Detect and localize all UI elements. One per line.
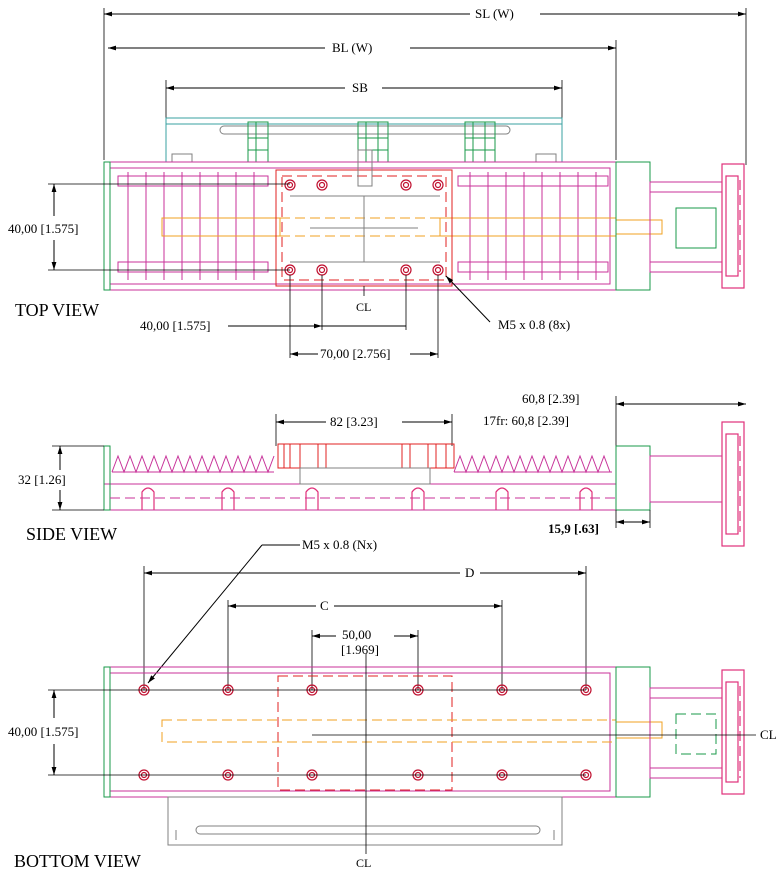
side-motor-label: 60,8 [2.39] — [522, 391, 579, 406]
top-hole-spacing-label: 40,00 [1.575] — [140, 318, 210, 333]
bottom-cl-right-label: CL — [760, 727, 777, 742]
top-hole-span-label: 70,00 [2.756] — [320, 346, 390, 361]
top-view: SL (W) BL (W) SB — [8, 6, 747, 361]
bottom-cl-label: CL — [356, 856, 371, 870]
bottom-d-label: D — [465, 565, 474, 580]
bottom-c-label: C — [320, 598, 329, 613]
top-height-label: 40,00 [1.575] — [8, 221, 78, 236]
bl-dimension-label: BL (W) — [332, 40, 372, 55]
top-hole-note: M5 x 0.8 (8x) — [498, 317, 570, 332]
bottom-spacing-mm-label: 50,00 — [342, 627, 371, 642]
side-carriage-label: 82 [3.23] — [330, 414, 378, 429]
bottom-height-label: 40,00 [1.575] — [8, 724, 78, 739]
side-offset-label: 15,9 [.63] — [548, 521, 599, 536]
bottom-spacing-in-label: [1.969] — [341, 642, 379, 657]
bottom-mounting-holes — [138, 684, 592, 781]
top-cl-label: CL — [356, 300, 371, 314]
side-view-title: SIDE VIEW — [26, 524, 117, 544]
side-motor-alt-label: 17fr: 60,8 [2.39] — [483, 413, 569, 428]
bottom-view-title: BOTTOM VIEW — [14, 851, 141, 871]
side-height-label: 32 [1.26] — [18, 472, 66, 487]
bottom-view: M5 x 0.8 (Nx) D C 50,00 [1.969] — [8, 537, 777, 871]
sl-dimension-label: SL (W) — [475, 6, 514, 21]
sb-dimension-label: SB — [352, 80, 368, 95]
bottom-hole-note: M5 x 0.8 (Nx) — [302, 537, 377, 552]
side-view: 82 [3.23] 60,8 [2.39] 17fr: 60,8 [2.39] — [18, 391, 746, 547]
top-view-title: TOP VIEW — [15, 300, 99, 320]
